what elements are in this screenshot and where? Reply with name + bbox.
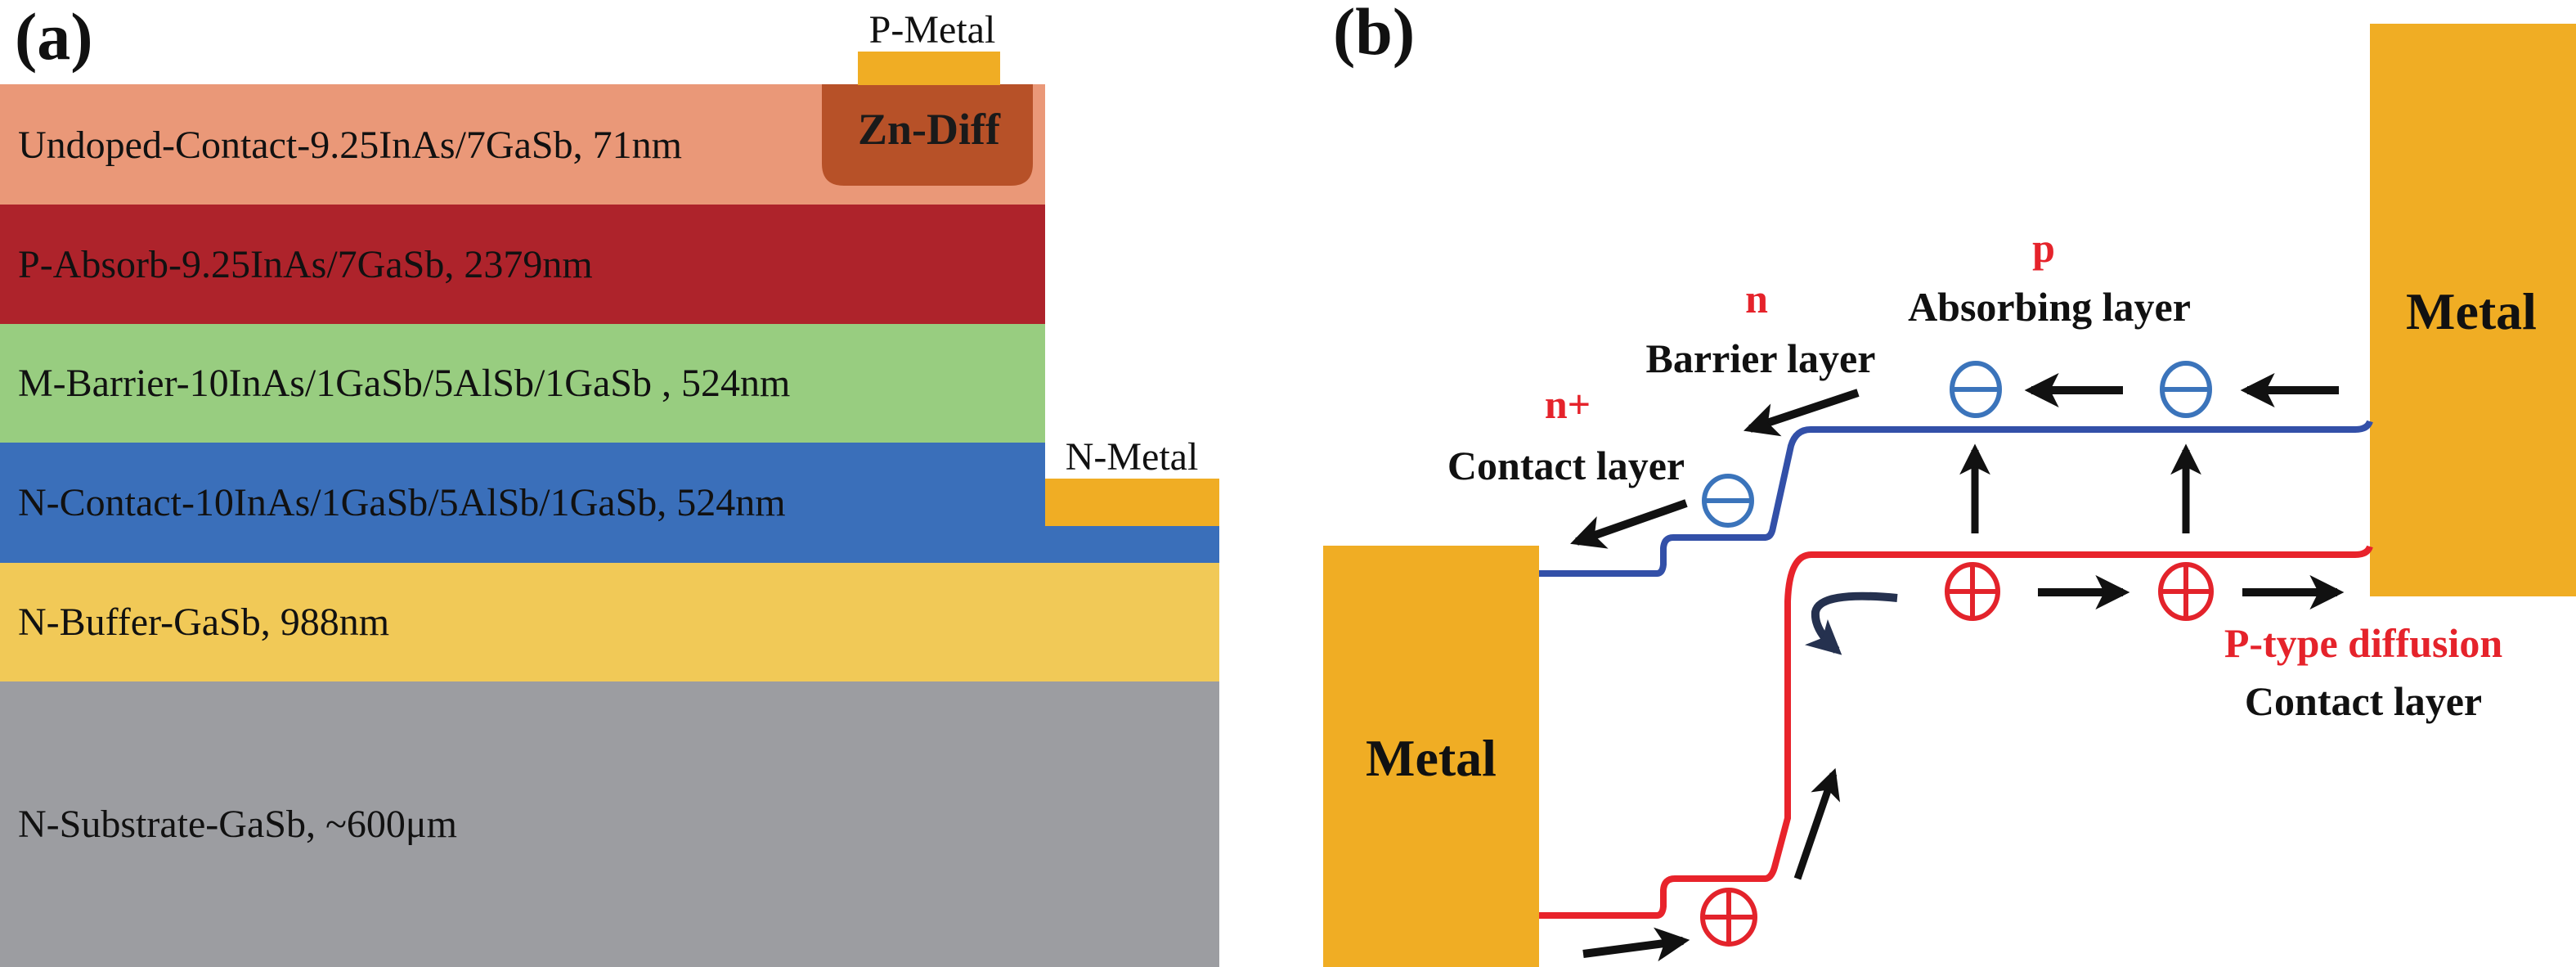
- arrow-hole-diagonal: [1793, 767, 1841, 880]
- left-metal-label: Metal: [1366, 729, 1497, 787]
- panel-a-label: (a): [15, 0, 93, 74]
- panel-b: (b) Metal Metal: [1323, 0, 2576, 967]
- electron-upper-2: [2160, 361, 2212, 418]
- layer-n-substrate: [0, 681, 1219, 967]
- zn-diff-region: [822, 84, 1033, 186]
- p-diffusion-contact-label: Contact layer: [2245, 678, 2482, 724]
- layer-undoped-contact-label: Undoped-Contact-9.25InAs/7GaSb, 71nm: [18, 124, 682, 167]
- layer-m-barrier: [0, 324, 1045, 443]
- p-metal-contact: [858, 52, 1000, 85]
- left-metal: [1323, 546, 1539, 967]
- conduction-band-line: [1539, 420, 2373, 577]
- arrow-hole-lower: [1582, 927, 1690, 962]
- layer-n-substrate-label: N-Substrate-GaSb, ~600μm: [18, 803, 457, 846]
- layer-n-contact-label: N-Contact-10InAs/1GaSb/5AlSb/1GaSb, 524n…: [18, 481, 786, 524]
- layer-n-buffer: [0, 563, 1219, 682]
- layer-p-absorb-label: P-Absorb-9.25InAs/7GaSb, 2379nm: [18, 243, 593, 286]
- layer-p-absorb: [0, 205, 1045, 325]
- hole-2: [2158, 562, 2214, 621]
- contact-layer-label: Contact layer: [1447, 443, 1685, 488]
- panel-a: (a) Zn-Diff P-Metal N-Metal Undoped-Cont…: [0, 0, 1219, 967]
- electron-barrier: [1702, 474, 1754, 528]
- contact-doping-label: n+: [1545, 381, 1591, 427]
- n-metal-contact: [1045, 479, 1219, 526]
- right-metal-label: Metal: [2406, 282, 2537, 340]
- arrow-electron-contact: [1570, 499, 1688, 549]
- p-metal-label: P-Metal: [869, 8, 996, 52]
- arrow-electron-barrier: [1744, 389, 1860, 437]
- absorbing-layer-label: Absorbing layer: [1908, 284, 2191, 330]
- curved-arrow: [1804, 591, 1898, 655]
- valence-band-line: [1539, 545, 2373, 919]
- absorbing-doping-label: p: [2032, 225, 2055, 271]
- panel-b-label: (b): [1333, 0, 1415, 69]
- p-diffusion-doping-label: P-type diffusion: [2224, 620, 2503, 666]
- layer-n-contact: [0, 443, 1219, 564]
- barrier-doping-label: n: [1745, 276, 1768, 322]
- hole-3: [1700, 888, 1757, 947]
- right-metal: [2370, 24, 2576, 596]
- barrier-layer-label: Barrier layer: [1646, 335, 1876, 381]
- zn-diff-label: Zn-Diff: [858, 105, 1001, 154]
- electron-upper-1: [1950, 361, 2002, 418]
- layer-m-barrier-label: M-Barrier-10InAs/1GaSb/5AlSb/1GaSb , 524…: [18, 362, 790, 405]
- hole-1: [1945, 562, 2000, 621]
- n-metal-label: N-Metal: [1066, 435, 1199, 479]
- layer-n-buffer-label: N-Buffer-GaSb, 988nm: [18, 600, 389, 644]
